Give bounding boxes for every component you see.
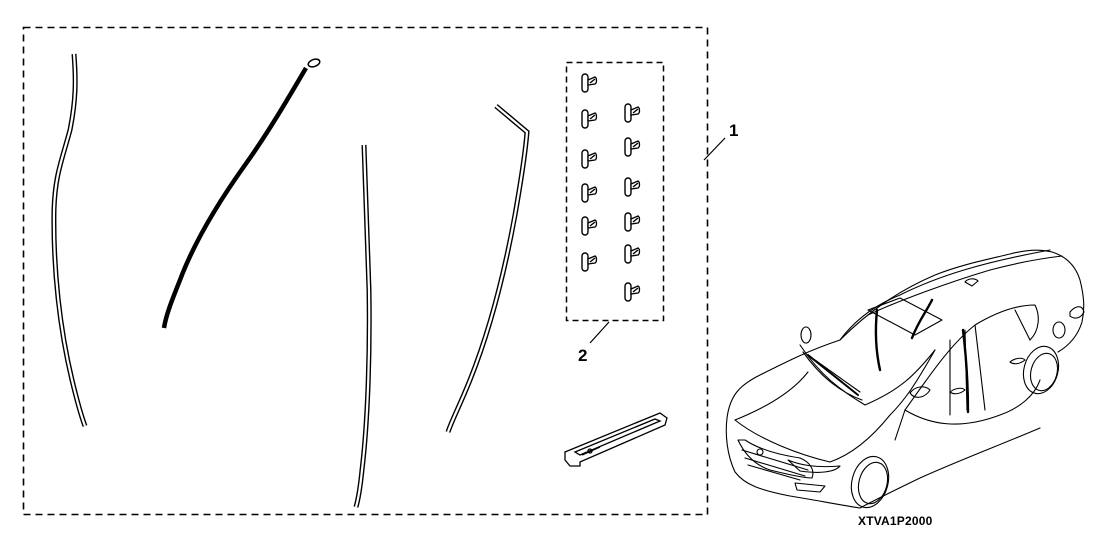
car-illustration bbox=[725, 249, 1085, 509]
callout-2-label: 2 bbox=[578, 346, 588, 365]
clip-icon bbox=[624, 137, 641, 157]
clip-set-box bbox=[565, 61, 665, 322]
illustration-code: XTVA1P2000 bbox=[858, 514, 933, 528]
clip-icon bbox=[581, 183, 598, 203]
clips-left-column bbox=[581, 73, 598, 272]
clip-icon bbox=[581, 109, 598, 129]
clip-icon bbox=[581, 252, 598, 272]
trim-strip-1 bbox=[51, 53, 88, 427]
callout-2-leader bbox=[589, 321, 610, 344]
callout-1-label: 1 bbox=[729, 121, 739, 140]
clip-icon bbox=[581, 73, 598, 93]
clip-icon bbox=[624, 177, 641, 197]
callout-1-leader bbox=[703, 137, 726, 161]
clip-icon bbox=[581, 216, 598, 236]
clip-icon bbox=[624, 282, 641, 302]
clip-icon bbox=[581, 149, 598, 169]
installation-tool bbox=[564, 412, 668, 467]
trim-strip-2 bbox=[161, 58, 321, 329]
clip-icon bbox=[624, 103, 641, 123]
clips-right-column bbox=[624, 103, 641, 302]
trim-strip-4 bbox=[445, 104, 530, 433]
trim-strip-3 bbox=[353, 144, 372, 508]
clip-icon bbox=[624, 244, 641, 264]
kit-outline-box bbox=[22, 26, 709, 516]
clip-icon bbox=[624, 212, 641, 232]
